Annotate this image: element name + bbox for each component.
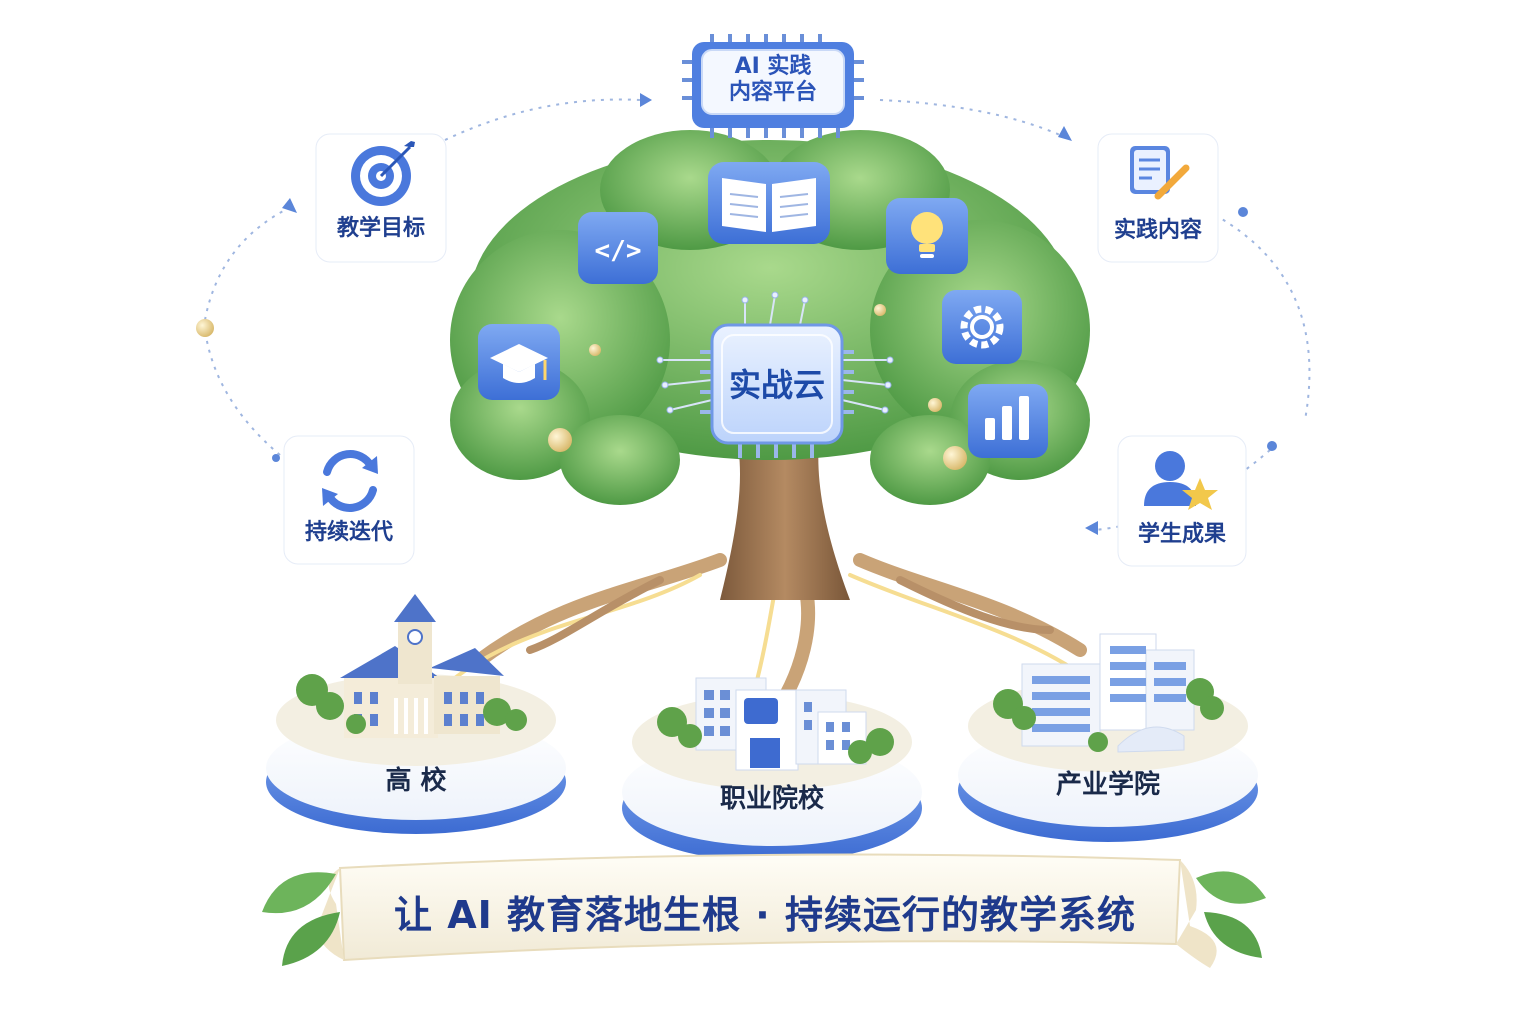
industry-college-building-icon [1021,633,1195,753]
ai-platform-chip [682,34,864,138]
arrow-heads [282,93,1098,535]
code-icon: </> [578,212,658,284]
vocational-school-building-icon [695,677,867,771]
refresh-icon [322,450,378,512]
document-pen-icon [1130,146,1190,200]
target-icon [351,141,415,206]
leaf-left-icon [262,872,340,966]
cycle-label-content: 实践内容 [1113,218,1202,243]
university-building-icon [340,594,504,738]
cycle-label-results: 学生成果 [1137,522,1226,547]
cycle-node-dot [1267,441,1277,451]
tree-trunk [720,430,850,600]
ai-platform-chip-line2: 内容平台 [728,80,817,105]
campus-label-industry: 产业学院 [1055,770,1160,800]
campus-label-university: 高 校 [385,766,447,796]
decor-orbs [548,304,967,470]
graduation-cap-icon [478,324,560,400]
lightbulb-icon [886,198,968,274]
banner-title: 让 AI 教育落地生根 · 持续运行的教学系统 [394,893,1136,937]
bar-chart-icon [968,384,1048,458]
core-chip [700,323,854,458]
leaf-right-icon [1196,871,1266,958]
cycle-node-dot [196,319,214,337]
circuit-traces [660,294,890,411]
user-star-icon [1144,451,1218,510]
gear-icon [942,290,1022,364]
cycle-node-dot [272,454,280,462]
book-icon [708,162,830,244]
small-trees [296,674,1224,764]
banner-scroll [316,853,1217,968]
cycle-node-dot [1238,207,1248,217]
core-chip-label: 实战云 [728,366,825,404]
cycle-label-iterate: 持续迭代 [304,520,393,545]
ai-platform-chip-line1: AI 实践 [734,54,812,79]
cycle-label-goal: 教学目标 [336,216,425,241]
campus-label-vocational: 职业院校 [719,784,824,814]
svg-text:</>: </> [595,236,642,266]
circuit-nodes [656,291,894,414]
